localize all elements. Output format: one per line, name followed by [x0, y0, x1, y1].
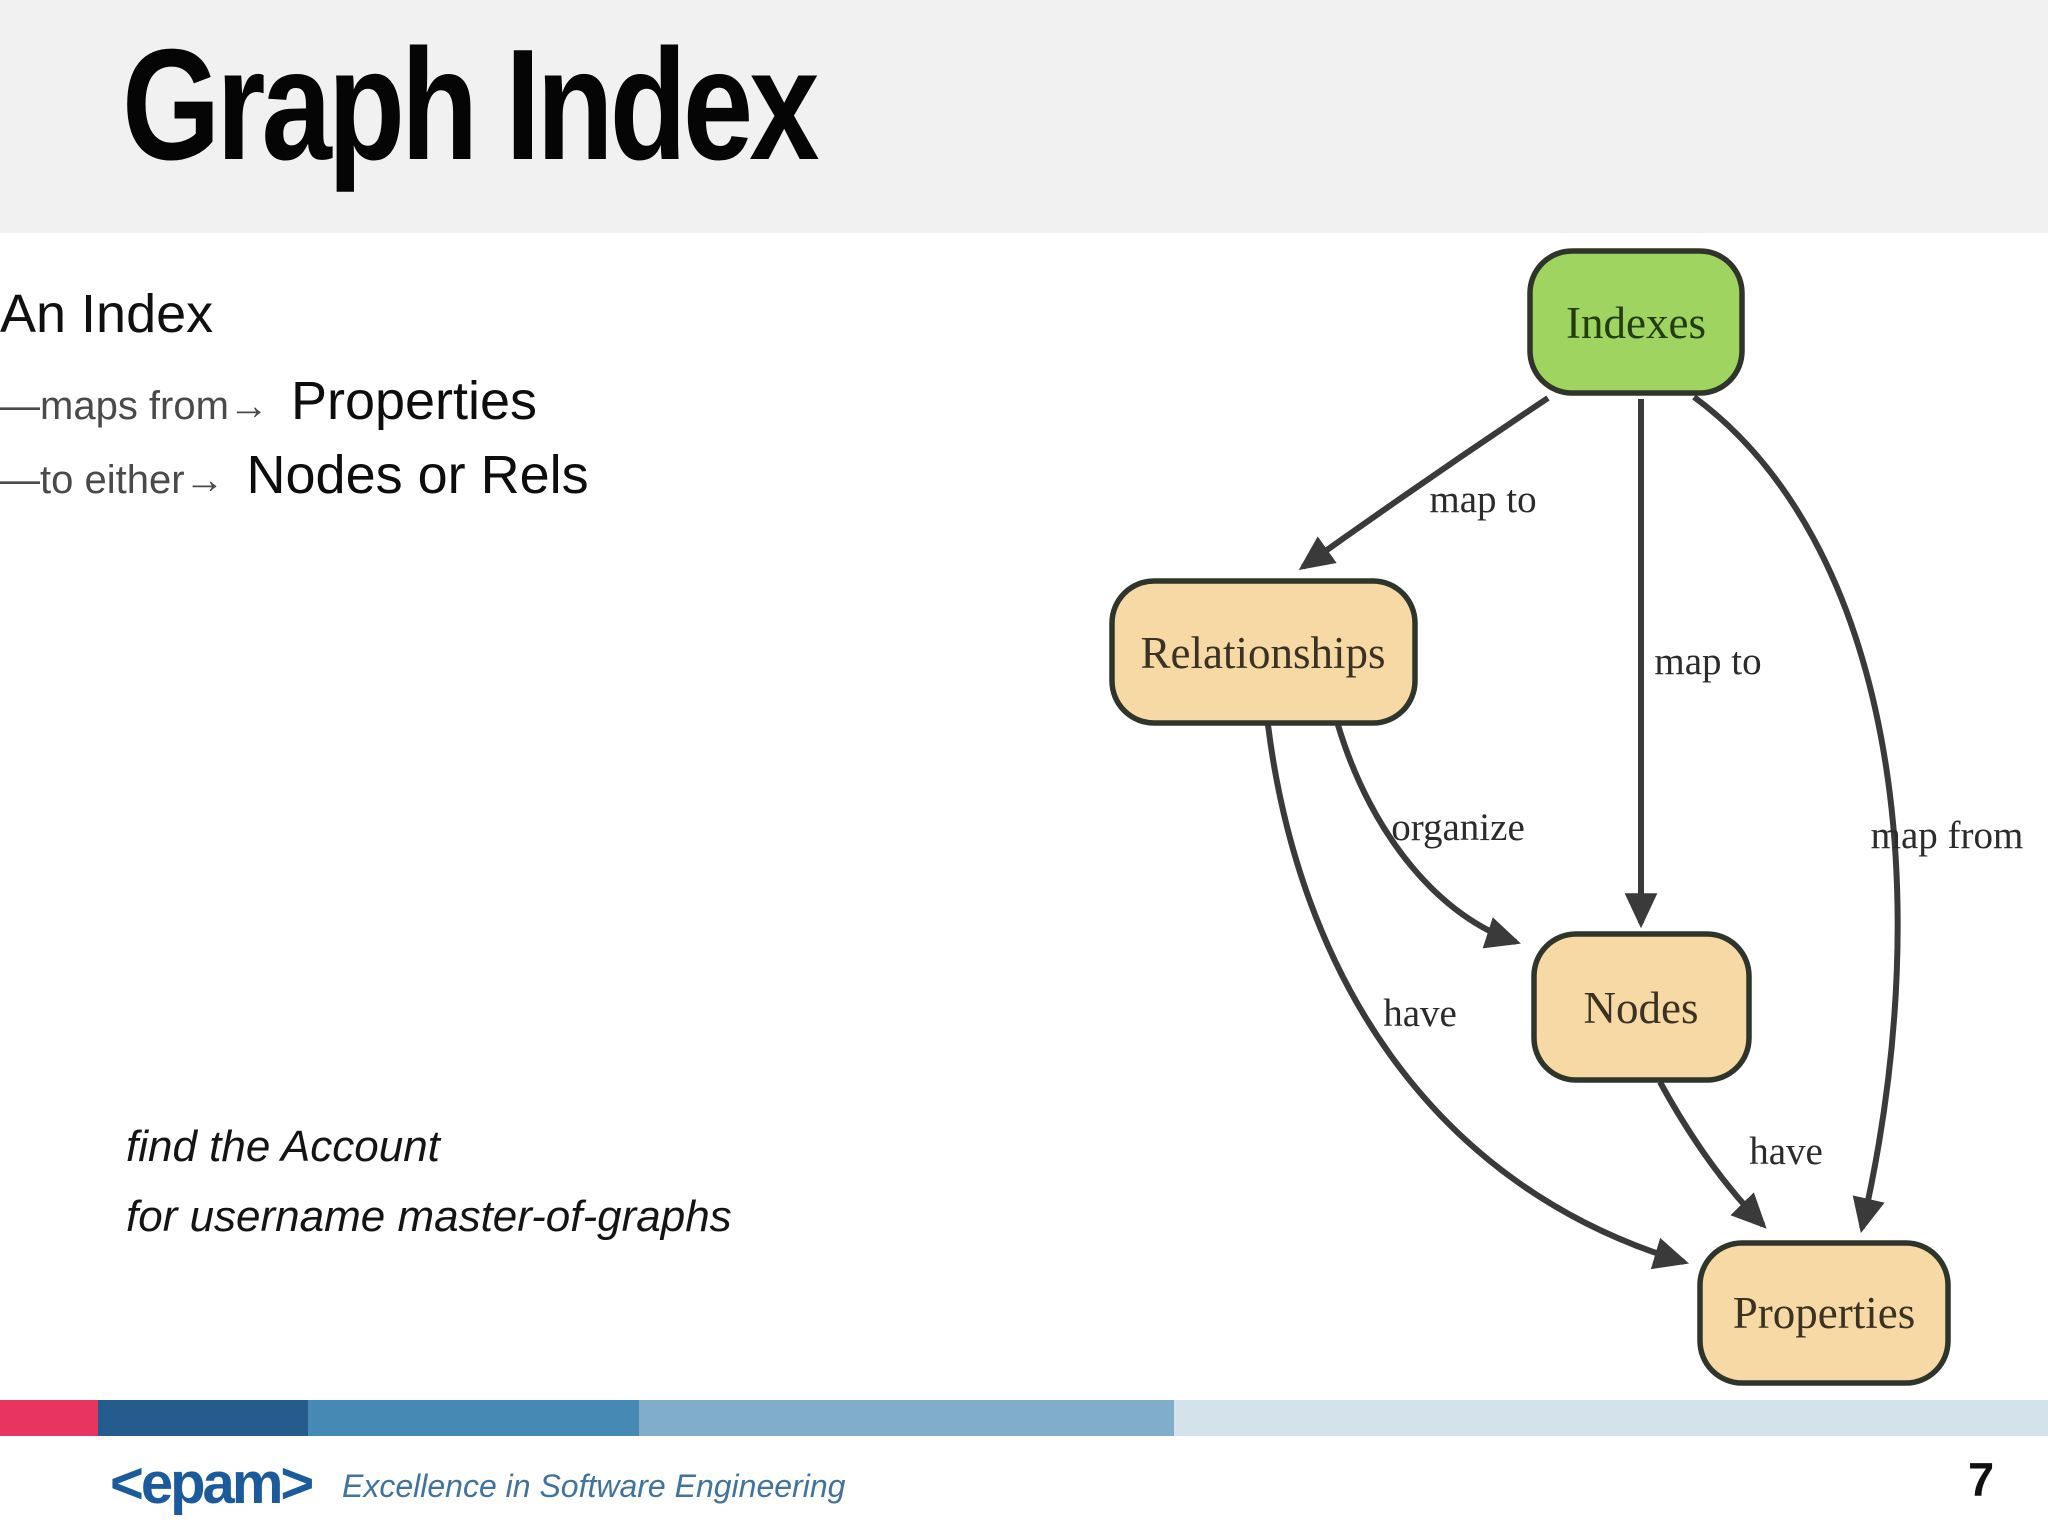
page-number: 7 [1968, 1453, 1995, 1506]
bullet-prefix: —maps from→ [0, 384, 269, 428]
node-label-relationships: Relationships [1141, 628, 1386, 678]
note-line: for username master-of-graphs [126, 1192, 732, 1241]
header-band: Graph Index [0, 0, 2048, 233]
node-label-properties: Properties [1733, 1288, 1915, 1338]
diagram-node-nodes: Nodes [1531, 931, 1752, 1083]
edge-label-map-from: map from [1871, 814, 2024, 857]
diagram-node-indexes: Indexes [1527, 248, 1745, 396]
edge-nodes-properties [1657, 1080, 1767, 1229]
node-box-nodes [1531, 931, 1752, 1083]
bullet-emphasis: Properties [290, 371, 538, 431]
node-label-indexes: Indexes [1566, 298, 1706, 348]
edge-label-map-to-left: map to [1429, 478, 1536, 521]
edge-relationships-nodes [1335, 724, 1521, 949]
edge-relationships-properties [1265, 724, 1689, 1270]
edge-label-have-left: have [1383, 992, 1457, 1035]
epam-tagline: Excellence in Software Engineering [342, 1468, 846, 1504]
node-box-properties [1697, 1240, 1951, 1386]
edge-label-map-to-mid: map to [1654, 640, 1761, 683]
note-line: find the Account [126, 1122, 440, 1171]
edge-label-have-right: have [1749, 1130, 1823, 1173]
stripe-segment-pink [0, 1400, 98, 1436]
edge-indexes-relationships [1298, 395, 1550, 571]
diagram-node-relationships: Relationships [1109, 578, 1418, 726]
node-label-nodes: Nodes [1584, 983, 1699, 1033]
stripe-segment-lightblue [639, 1400, 1174, 1436]
edge-indexes-properties [1692, 394, 1901, 1234]
bullet-prefix: —to either→ [0, 458, 225, 502]
stripe-segment-midblue [308, 1400, 639, 1436]
epam-logo: <epam> [110, 1451, 314, 1516]
stripe-segment-darkblue [98, 1400, 308, 1436]
node-box-relationships [1109, 578, 1418, 726]
node-box-indexes [1527, 248, 1745, 396]
diagram-node-properties: Properties [1697, 1240, 1951, 1386]
heading-an-index: An Index [0, 284, 214, 344]
note-block: find the Account for username master-of-… [126, 1112, 732, 1252]
edge-label-organize: organize [1391, 806, 1525, 849]
page-title: Graph Index [122, 17, 819, 193]
bullet-emphasis: Nodes or Rels [246, 445, 589, 505]
footer-stripe [0, 1400, 2048, 1436]
bullet-maps-from: —maps from→ Properties [0, 370, 537, 432]
bullet-to-either: —to either→ Nodes or Rels [0, 444, 589, 506]
stripe-segment-palestblue [1174, 1400, 2048, 1436]
